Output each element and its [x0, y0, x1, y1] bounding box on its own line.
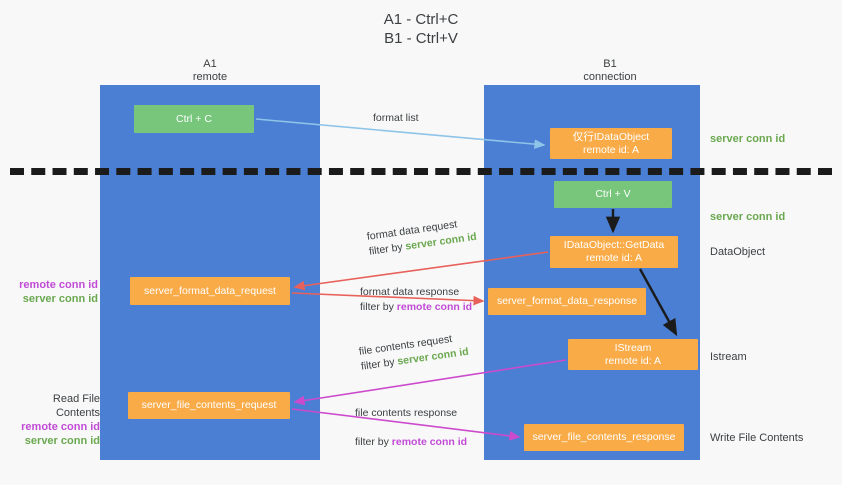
box-ctrl-v[interactable]: Ctrl + V	[554, 181, 672, 208]
page-title: A1 - Ctrl+C B1 - Ctrl+V	[383, 11, 459, 47]
box-server-format-data-request[interactable]: server_format_data_request	[130, 277, 290, 305]
label-server-conn-id: server conn id	[22, 293, 98, 305]
label-remote-conn-id: remote conn id	[21, 421, 100, 433]
divider-dashed-line	[10, 168, 832, 175]
caption-file-contents-response: file contents response filter by remote …	[355, 406, 467, 450]
box-ctrl-c[interactable]: Ctrl + C	[134, 105, 254, 133]
caption-filter-prefix: filter by	[368, 240, 407, 258]
caption-format-data-response: format data response filter by remote co…	[360, 285, 472, 315]
label-server-conn-id-top: server conn id	[710, 133, 786, 145]
caption-line-2: filter by remote conn id	[355, 435, 467, 450]
label-remote-conn-id: remote conn id	[19, 279, 98, 291]
label-read-file-contents: Read File Contents	[52, 393, 100, 419]
box-idataobject[interactable]: 仅行IDataObject remote id: A	[550, 128, 672, 159]
caption-filter-prefix: filter by	[355, 436, 392, 448]
label-conn-id-group-format: remote conn id server conn id	[8, 278, 98, 306]
box-server-format-data-response[interactable]: server_format_data_response	[488, 288, 646, 315]
label-istream: Istream	[710, 351, 747, 363]
label-server-conn-id-mid: server conn id	[710, 211, 786, 223]
caption-filter-prefix: filter by	[360, 355, 399, 373]
caption-filter-prefix: filter by	[360, 301, 397, 313]
label-conn-id-group-file: Read File Contents remote conn id server…	[8, 392, 100, 448]
box-server-file-contents-response[interactable]: server_file_contents_response	[524, 424, 684, 451]
caption-line-1: file contents response	[355, 407, 458, 419]
caption-format-list: format list	[373, 112, 419, 124]
label-write-file-contents: Write File Contents	[710, 432, 804, 444]
caption-format-data-request: format data request filter by server con…	[366, 215, 478, 260]
column-header-b1: B1 connection	[583, 58, 637, 83]
caption-line-1: format data response	[360, 286, 460, 298]
caption-file-contents-request: file contents request filter by server c…	[358, 330, 470, 375]
caption-filter-key: remote conn id	[396, 301, 473, 313]
caption-line-2: filter by remote conn id	[360, 300, 472, 315]
caption-filter-key: remote conn id	[391, 436, 468, 448]
column-header-a1: A1 remote	[192, 58, 228, 83]
box-idataobject-getdata[interactable]: IDataObject::GetData remote id: A	[550, 236, 678, 268]
box-server-file-contents-request[interactable]: server_file_contents_request	[128, 392, 290, 419]
box-istream[interactable]: IStream remote id: A	[568, 339, 698, 370]
label-dataobject: DataObject	[710, 246, 766, 258]
label-server-conn-id: server conn id	[24, 435, 100, 447]
